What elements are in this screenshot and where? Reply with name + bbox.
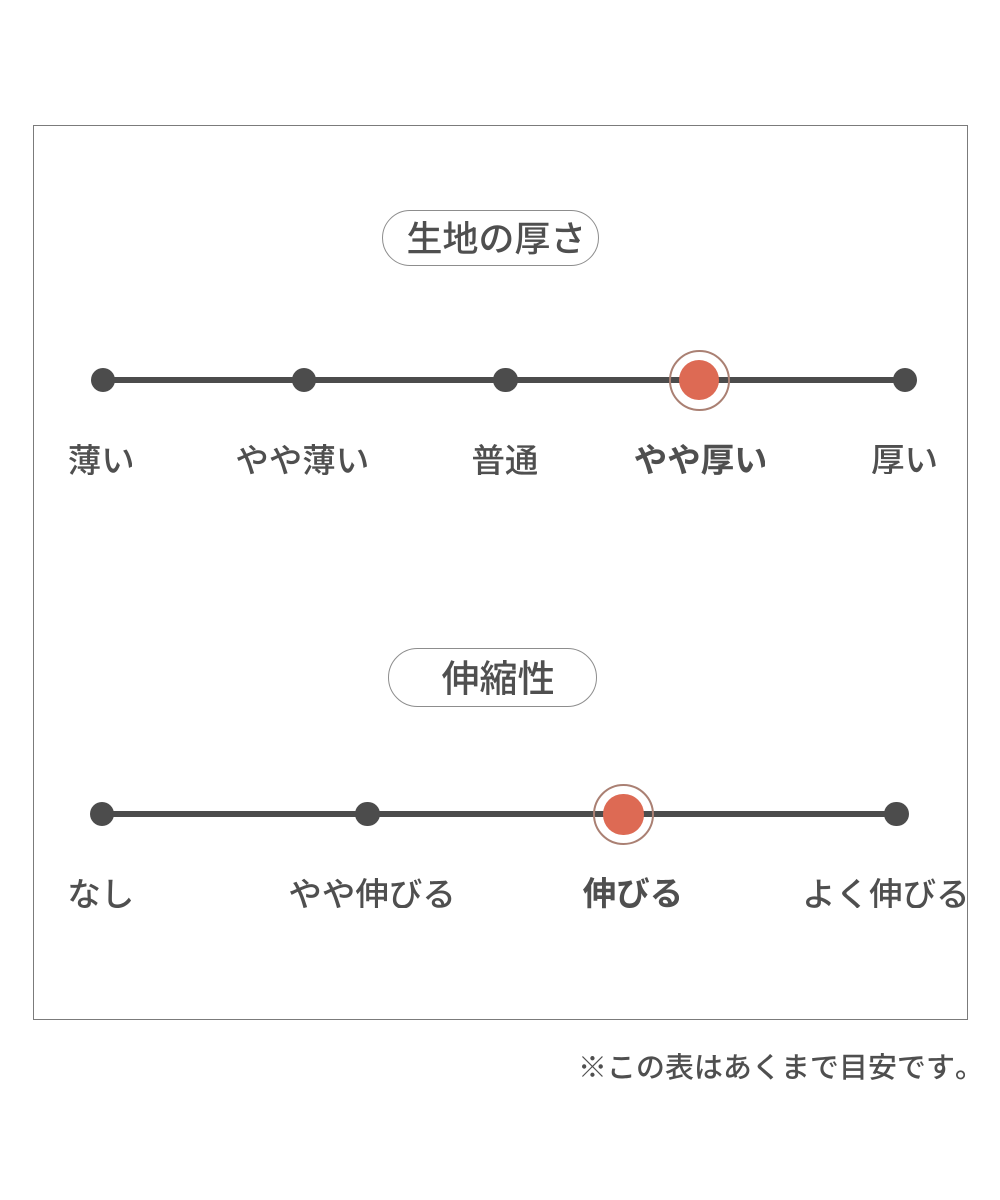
- thickness-dot-0: [90, 367, 116, 393]
- thickness-option-label-2-glyphs: [472, 443, 538, 476]
- scale-title-thickness: 生地の厚さ: [407, 221, 582, 255]
- thickness-option-label-3-glyphs: [634, 444, 766, 475]
- stretch-option-label-3: よく伸びる: [806, 877, 966, 909]
- spec-panel: [33, 125, 968, 1020]
- thickness-dot-1: [291, 367, 317, 393]
- stretch-option-label-2: 伸びる: [583, 877, 680, 909]
- stretch-option-label-0-glyphs: [69, 878, 131, 908]
- footnote-note-glyphs: [582, 1052, 966, 1080]
- thickness-dot-4: [892, 367, 918, 393]
- stretch-dot-selected-ring: [593, 784, 654, 845]
- thickness-option-label-4: 厚い: [872, 444, 936, 475]
- scale-track-stretch: [102, 811, 897, 817]
- scale-title-stretch: 伸縮性: [441, 659, 554, 696]
- thickness-option-label-4-glyphs: [872, 444, 936, 475]
- thickness-dot-selected: [678, 359, 720, 401]
- footnote-note: ※この表はあくまで目安です。: [582, 1052, 966, 1080]
- stretch-option-label-3-glyphs: [806, 877, 966, 909]
- stretch-option-label-1-glyphs: [290, 877, 452, 909]
- thickness-option-label-0: 薄い: [68, 443, 133, 475]
- scale-title-badge-thickness: [382, 210, 599, 266]
- thickness-option-label-3: やや厚い: [634, 444, 766, 475]
- stretch-dot-1: [355, 801, 380, 827]
- stretch-dot-0: [89, 801, 115, 827]
- thickness-dot-2: [493, 367, 518, 393]
- stretch-dot-3: [884, 801, 909, 827]
- thickness-option-label-1-glyphs: [237, 443, 367, 475]
- stretch-option-label-2-glyphs: [583, 877, 680, 909]
- stretch-option-label-1: やや伸びる: [290, 877, 452, 909]
- scale-title-thickness-glyphs: [407, 221, 582, 255]
- thickness-dot-selected-ring: [668, 349, 730, 411]
- thickness-option-label-2: 普通: [472, 443, 538, 476]
- stretch-option-label-0: なし: [69, 878, 131, 908]
- thickness-option-label-1: やや薄い: [237, 443, 367, 475]
- thickness-option-label-0-glyphs: [68, 443, 133, 475]
- stretch-dot-selected: [603, 794, 644, 835]
- scale-title-stretch-glyphs: [441, 659, 554, 696]
